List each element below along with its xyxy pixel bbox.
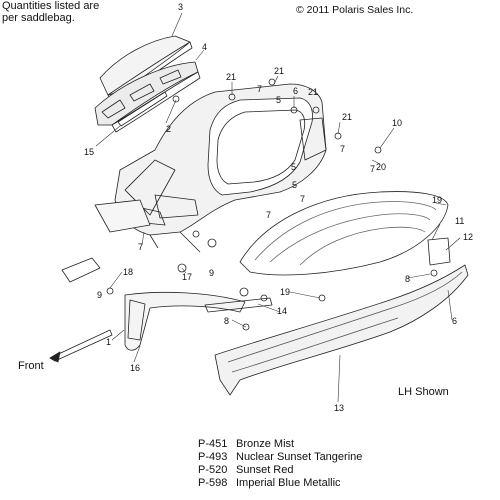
copyright-text: © 2011 Polaris Sales Inc. xyxy=(296,4,414,16)
callout-label: 21 xyxy=(274,66,284,76)
view-label: LH Shown xyxy=(398,386,449,398)
callout-label: 5 xyxy=(276,95,281,105)
callout-label: 7 xyxy=(138,242,143,252)
note-line-1: Quantities listed are xyxy=(2,0,100,12)
seal-strip xyxy=(117,91,168,127)
callout-label: 3 xyxy=(178,2,183,12)
callout-label: 9 xyxy=(97,290,102,300)
color-name: Bronze Mist xyxy=(236,438,295,450)
callout-label: 8 xyxy=(405,274,410,284)
color-code: P-598 xyxy=(198,477,228,489)
color-code: P-493 xyxy=(198,451,228,463)
callout-label: 14 xyxy=(277,306,287,316)
side-plate xyxy=(61,257,101,283)
callout-label: 9 xyxy=(209,268,214,278)
color-code: P-520 xyxy=(198,464,228,476)
callout-label: 19 xyxy=(280,287,290,297)
callout-label: 13 xyxy=(334,403,344,413)
color-code-list: P-451 Bronze Mist P-493 Nuclear Sunset T… xyxy=(198,438,362,490)
callout-label: 7 xyxy=(370,164,375,174)
note-line-2: per saddlebag. xyxy=(2,12,75,24)
callout-label: 8 xyxy=(224,316,229,326)
callout-label: 10 xyxy=(392,118,402,128)
callout-label: 16 xyxy=(130,363,140,373)
callout-label: 1 xyxy=(106,337,111,347)
callout-label: 12 xyxy=(463,232,473,242)
color-row: P-520 Sunset Red xyxy=(198,464,362,477)
callout-label: 21 xyxy=(226,72,236,82)
quantity-note: Quantities listed are per saddlebag. xyxy=(2,0,99,24)
callout-label: 7 xyxy=(340,144,345,154)
color-name: Nuclear Sunset Tangerine xyxy=(236,451,363,463)
front-direction-label: Front xyxy=(18,360,44,372)
callout-label: 2 xyxy=(166,124,171,134)
callout-label: 4 xyxy=(202,42,207,52)
callout-label: 15 xyxy=(84,147,94,157)
color-name: Imperial Blue Metallic xyxy=(236,477,341,489)
callout-label: 18 xyxy=(123,267,133,277)
outer-lid-shell xyxy=(239,191,449,276)
lid-inner-part xyxy=(94,61,201,133)
callout-label: 19 xyxy=(432,195,442,205)
callout-label: 5 xyxy=(292,180,297,190)
callout-label: 7 xyxy=(266,210,271,220)
color-code: P-451 xyxy=(198,438,228,450)
callout-label: 7 xyxy=(257,84,262,94)
color-row: P-451 Bronze Mist xyxy=(198,438,362,451)
callout-label: 5 xyxy=(291,162,296,172)
callout-label: 7 xyxy=(300,194,305,204)
callout-label: 6 xyxy=(452,316,457,326)
trim-strip xyxy=(204,297,273,313)
bolt-icon xyxy=(172,95,180,103)
callout-label: 21 xyxy=(308,87,318,97)
front-fender-piece xyxy=(124,291,246,351)
front-flap xyxy=(94,199,151,233)
color-row: P-493 Nuclear Sunset Tangerine xyxy=(198,451,362,464)
callout-labels: 3 4 2 15 21 21 7 6 21 5 21 10 7 20 5 7 7… xyxy=(84,2,473,413)
saddlebag-body xyxy=(114,83,327,253)
lower-fender xyxy=(214,264,469,396)
callout-label: 20 xyxy=(376,162,386,172)
color-name: Sunset Red xyxy=(236,464,294,476)
callout-label: 21 xyxy=(342,112,352,122)
callout-label: 6 xyxy=(293,86,298,96)
callout-label: 17 xyxy=(182,272,192,282)
callout-label: 11 xyxy=(455,216,464,226)
mount-bracket xyxy=(427,237,451,266)
color-row: P-598 Imperial Blue Metallic xyxy=(198,477,362,490)
